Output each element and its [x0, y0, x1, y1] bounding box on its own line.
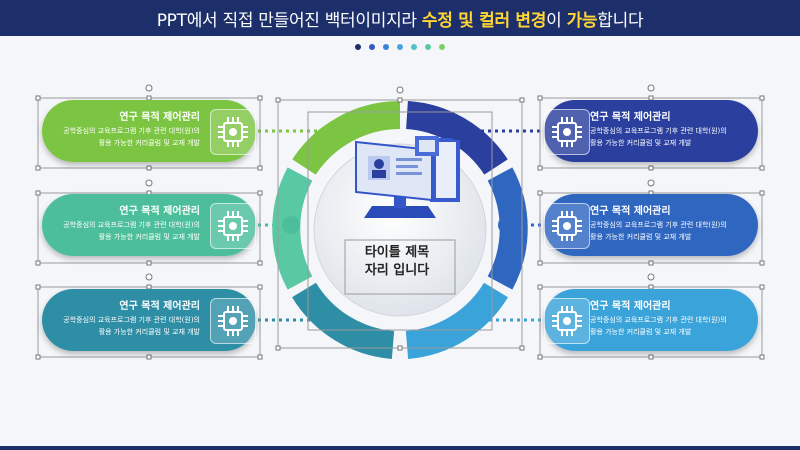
- header-banner: PPT에서 직접 만들어진 백터이미지라 수정 및 컬러 변경이 가능합니다: [0, 0, 800, 36]
- center-title-line-2: 자리 입니다: [364, 263, 430, 278]
- ring-segment-4: [405, 282, 508, 359]
- banner-highlight-possible: 가능: [566, 10, 598, 31]
- card-desc-line-2: 활용 가능한 커리큘럼 및 교재 개발: [590, 328, 692, 336]
- pager-dot[interactable]: [397, 44, 403, 50]
- banner-text-mid: 이: [546, 10, 562, 31]
- card-desc-line-1: 공학중심의 교육프로그램 기후 관련 대학(원)의: [63, 316, 200, 324]
- card-title: 연구 목적 제어관리: [590, 112, 671, 123]
- center-title[interactable]: 타이틀 제목 자리 입니다: [338, 244, 456, 280]
- card-desc-line-2: 활용 가능한 커리큘럼 및 교재 개발: [98, 328, 200, 336]
- card-title: 연구 목적 제어관리: [590, 301, 671, 312]
- gear-icon: [210, 203, 256, 249]
- footer-line: [0, 446, 800, 450]
- chip-icon: [544, 109, 590, 155]
- banner-text: PPT에서 직접 만들어진 백터이미지라 수정 및 컬러 변경이 가능합니다: [157, 6, 644, 31]
- card-title: 연구 목적 제어관리: [119, 112, 200, 123]
- ring-segment-3: [292, 282, 395, 359]
- card-desc-line-2: 활용 가능한 커리큘럼 및 교재 개발: [590, 233, 692, 241]
- banner-highlight-edit: 수정 및 컬러 변경: [421, 10, 547, 31]
- selection-handles: [35, 95, 765, 360]
- card-desc-line-1: 공학중심의 교육프로그램 기후 관련 대학(원)의: [63, 221, 200, 229]
- rotation-handles: [145, 84, 655, 281]
- card-desc-line-1: 공학중심의 교육프로그램 기후 관련 대학(원)의: [590, 127, 727, 135]
- banner-text-after: 합니다: [597, 10, 644, 31]
- pager-dot[interactable]: [355, 44, 361, 50]
- card-desc-line-2: 활용 가능한 커리큘럼 및 교재 개발: [98, 139, 200, 147]
- pager-dots: [0, 44, 800, 50]
- card-desc-line-1: 공학중심의 교육프로그램 기후 관련 대학(원)의: [63, 127, 200, 135]
- center-title-line-1: 타이틀 제목: [364, 245, 430, 260]
- pager-dot[interactable]: [369, 44, 375, 50]
- card-title: 연구 목적 제어관리: [119, 301, 200, 312]
- card-desc-line-1: 공학중심의 교육프로그램 기후 관련 대학(원)의: [590, 221, 727, 229]
- card-desc-line-1: 공학중심의 교육프로그램 기후 관련 대학(원)의: [590, 316, 727, 324]
- pager-dot[interactable]: [383, 44, 389, 50]
- chip-icon: [544, 298, 590, 344]
- banner-text-before: PPT에서 직접 만들어진 백터이미지라: [156, 10, 417, 31]
- monitor-illustration: [355, 136, 460, 218]
- pager-dot[interactable]: [425, 44, 431, 50]
- card-title: 연구 목적 제어관리: [119, 206, 200, 217]
- pager-dot[interactable]: [439, 44, 445, 50]
- card-title: 연구 목적 제어관리: [590, 206, 671, 217]
- circuit-icon: [544, 203, 590, 249]
- card-desc-line-2: 활용 가능한 커리큘럼 및 교재 개발: [590, 139, 692, 147]
- clock-icon: [210, 109, 256, 155]
- chip-icon: [210, 298, 256, 344]
- junction-nodes: [282, 122, 516, 329]
- pager-dot[interactable]: [411, 44, 417, 50]
- card-desc-line-2: 활용 가능한 커리큘럼 및 교재 개발: [98, 233, 200, 241]
